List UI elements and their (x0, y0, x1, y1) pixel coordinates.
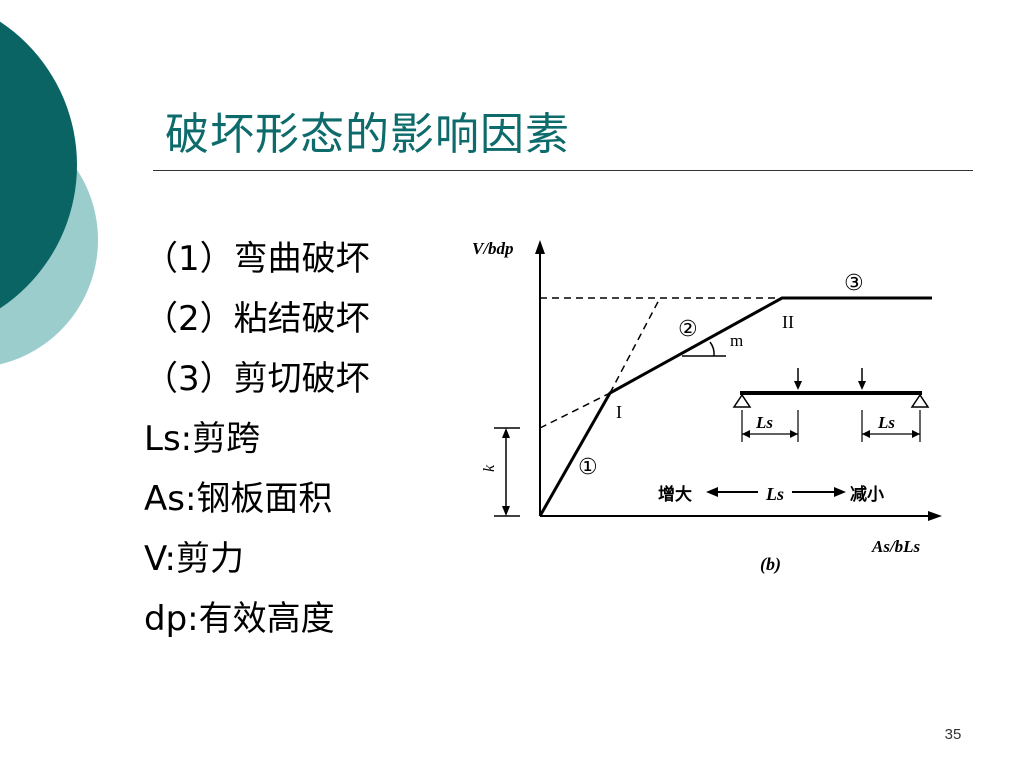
span-right-arrow-a (862, 430, 870, 438)
bullet-shear-failure: （3）剪切破坏 (144, 359, 370, 399)
beam-right-support (910, 393, 930, 408)
slope-angle-arc (709, 341, 715, 357)
x-axis-label: As/bLs (871, 537, 921, 556)
y-axis-label: V/bdp (472, 239, 514, 258)
page-number: 35 (944, 726, 962, 743)
title-underline (153, 170, 973, 171)
k-dimension-arrow-down (502, 506, 510, 516)
failure-mode-diagram: V/bdp As/bLs m I II ① ② ③ k Ls Ls 增大 Ls … (472, 239, 942, 575)
k-dimension-arrow-up (502, 428, 510, 438)
arrow-decrease-head (834, 487, 846, 497)
bullet-bond-failure: （2）粘结破坏 (144, 299, 370, 339)
bullet-effective-depth: dp:有效高度 (144, 599, 335, 639)
bullet-plate-area: As:钢板面积 (144, 479, 333, 519)
y-axis-arrowhead (535, 240, 545, 254)
span-right-arrow-b (912, 430, 920, 438)
diagram-caption: (b) (760, 554, 781, 575)
beam-left-support (732, 393, 752, 408)
slide-title: 破坏形态的影响因素 (165, 109, 570, 160)
x-axis-arrowhead (928, 511, 942, 521)
span-left-label: Ls (755, 413, 773, 432)
point-label-1: I (616, 402, 622, 422)
span-left-arrow-a (742, 430, 750, 438)
slope-label: m (730, 331, 743, 350)
k-label: k (481, 464, 498, 472)
arrow-increase-head (706, 487, 718, 497)
span-left-arrow-b (790, 430, 798, 438)
bullet-shear-force: V:剪力 (144, 539, 244, 579)
circle-label-2: ② (678, 317, 698, 342)
circle-label-1: ① (578, 455, 598, 480)
decorative-circles (0, 21, 98, 365)
circle-label-3: ③ (844, 271, 864, 296)
arrow-decrease-label: 减小 (850, 484, 884, 505)
load-arrow-right-head (858, 381, 866, 390)
dashed-bond-extension (539, 392, 611, 429)
decorative-dark-circle (0, 21, 77, 309)
load-arrow-left-head (794, 381, 802, 390)
bullet-list: （1）弯曲破坏 （2）粘结破坏 （3）剪切破坏 Ls:剪跨 As:钢板面积 V:… (144, 232, 370, 652)
dashed-steep-extension (609, 297, 661, 394)
arrow-increase-label: 增大 (658, 484, 692, 505)
bullet-flexural-failure: （1）弯曲破坏 (144, 239, 370, 279)
point-label-2: II (782, 312, 794, 332)
span-right-label: Ls (877, 413, 895, 432)
bullet-shear-span: Ls:剪跨 (144, 419, 261, 459)
failure-mode-curve (538, 296, 932, 517)
arrow-mid-label: Ls (765, 484, 784, 504)
